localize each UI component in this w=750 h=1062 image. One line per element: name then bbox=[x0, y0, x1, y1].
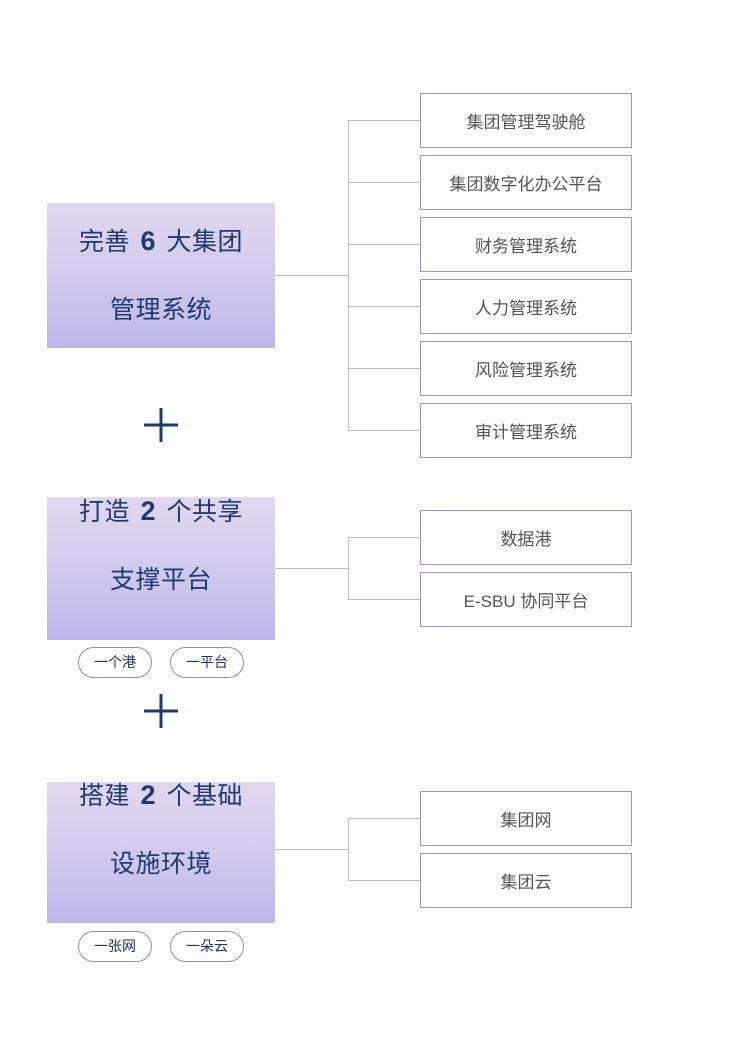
group-tag[interactable]: 一平台 bbox=[170, 646, 244, 678]
group-title-line2: 支撑平台 bbox=[109, 565, 212, 594]
connector-branch-1-4 bbox=[348, 306, 420, 307]
connector-trunk-group1 bbox=[348, 120, 349, 430]
group-panel-infrastructure[interactable]: 搭建 2 个基础 设施环境 一张网 一朵云 bbox=[47, 780, 275, 962]
plus-separator-2 bbox=[144, 694, 178, 728]
group-tag-list: 一张网 一朵云 bbox=[78, 930, 244, 962]
connector-branch-1-2 bbox=[348, 182, 420, 183]
plus-separator-1 bbox=[144, 408, 178, 442]
group-title-line1: 完善 6 大集团 bbox=[79, 226, 243, 256]
leaf-box[interactable]: 人力管理系统 bbox=[420, 279, 632, 334]
leaf-box[interactable]: 集团网 bbox=[420, 791, 632, 846]
group-title: 完善 6 大集团 管理系统 bbox=[79, 190, 243, 361]
leaf-box[interactable]: 集团云 bbox=[420, 853, 632, 908]
connector-branch-3-1 bbox=[348, 818, 420, 819]
group-tag[interactable]: 一朵云 bbox=[170, 930, 244, 962]
leaf-box[interactable]: 集团数字化办公平台 bbox=[420, 155, 632, 210]
connector-branch-1-3 bbox=[348, 244, 420, 245]
connector-trunk-group2 bbox=[348, 537, 349, 599]
connector-stem-group1 bbox=[275, 275, 349, 276]
leaf-box[interactable]: 审计管理系统 bbox=[420, 403, 632, 458]
group-title-line1: 搭建 2 个基础 bbox=[79, 779, 243, 810]
group-tag[interactable]: 一个港 bbox=[78, 646, 152, 678]
connector-branch-1-6 bbox=[348, 430, 420, 431]
connector-branch-2-2 bbox=[348, 599, 420, 600]
connector-stem-group3 bbox=[275, 849, 349, 850]
connector-branch-3-2 bbox=[348, 880, 420, 881]
group-tag-list: 一个港 一平台 bbox=[78, 646, 244, 678]
leaf-box[interactable]: 数据港 bbox=[420, 510, 632, 565]
connector-branch-1-5 bbox=[348, 368, 420, 369]
group-tag[interactable]: 一张网 bbox=[78, 930, 152, 962]
leaf-box[interactable]: E-SBU 协同平台 bbox=[420, 572, 632, 627]
connector-trunk-group3 bbox=[348, 818, 349, 880]
connector-stem-group2 bbox=[275, 568, 349, 569]
group-title-line2: 管理系统 bbox=[109, 296, 212, 324]
group-title-line2: 设施环境 bbox=[109, 849, 212, 878]
leaf-box[interactable]: 财务管理系统 bbox=[420, 217, 632, 272]
connector-branch-2-1 bbox=[348, 537, 420, 538]
leaf-box[interactable]: 集团管理驾驶舱 bbox=[420, 93, 632, 148]
group-panel-management-systems[interactable]: 完善 6 大集团 管理系统 bbox=[47, 203, 275, 348]
group-panel-shared-platforms[interactable]: 打造 2 个共享 支撑平台 一个港 一平台 bbox=[47, 496, 275, 678]
group-title: 打造 2 个共享 支撑平台 bbox=[79, 460, 243, 631]
connector-branch-1-1 bbox=[348, 120, 420, 121]
leaf-box[interactable]: 风险管理系统 bbox=[420, 341, 632, 396]
group-title: 搭建 2 个基础 设施环境 bbox=[79, 744, 243, 915]
group-title-line1: 打造 2 个共享 bbox=[79, 495, 243, 526]
